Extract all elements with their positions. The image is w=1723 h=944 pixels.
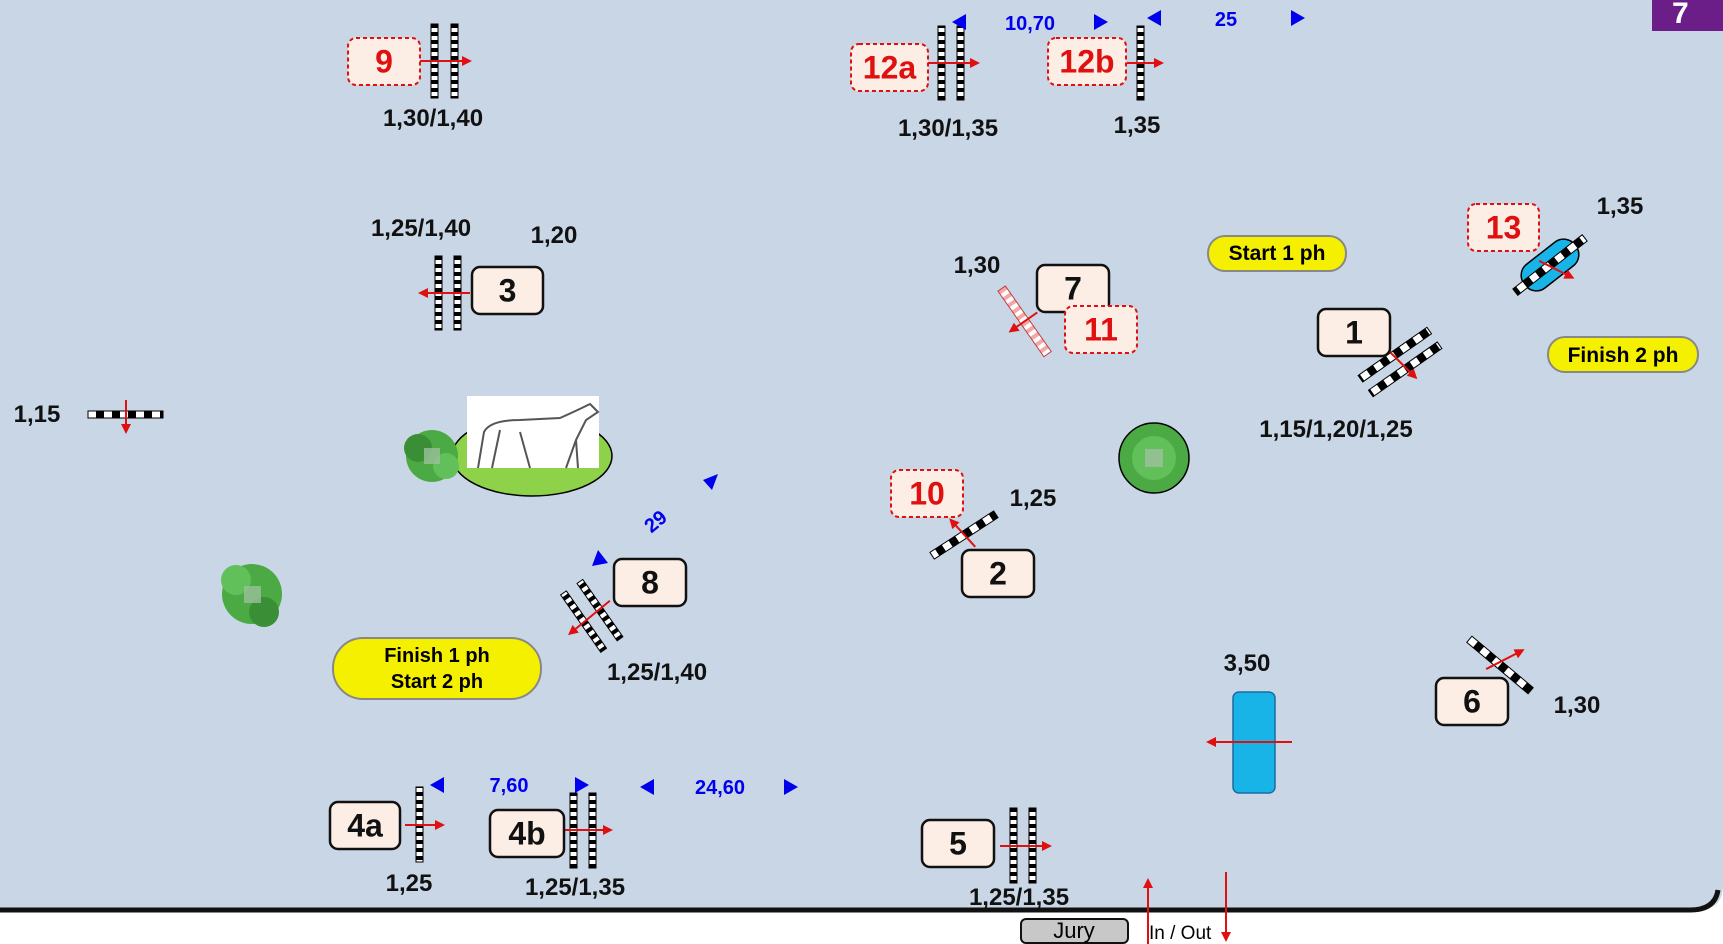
fence-13-water-pole (1512, 234, 1588, 296)
height-left: 1,15 (14, 401, 61, 428)
height-12a: 1,30/1,35 (898, 115, 998, 142)
fence-4b-poles (560, 792, 613, 869)
fence-number-13: 13 (1467, 203, 1540, 252)
height-3b: 1,20 (531, 222, 578, 249)
fence-8-poles (559, 578, 624, 653)
distance-arrows (430, 10, 1305, 795)
corner-logo: 7 (1652, 0, 1723, 31)
height-6: 1,30 (1554, 692, 1601, 719)
horse-statue-icon (467, 396, 600, 469)
distance-25: 25 (1215, 9, 1237, 31)
arena-floor (0, 0, 1723, 910)
phase-start-1: Start 1 ph (1207, 235, 1347, 272)
in-out-label: In / Out (1149, 923, 1212, 944)
phase-start-2-label: Start 2 ph (391, 671, 483, 693)
fence-number-label: 10 (909, 476, 945, 512)
height-3a: 1,25/1,40 (371, 215, 471, 242)
height-water: 3,50 (1224, 650, 1271, 677)
fence-7-11-pole (997, 285, 1052, 358)
height-5: 1,25/1,35 (969, 884, 1069, 911)
fence-number-label: 4a (347, 808, 383, 844)
tree-icon (404, 430, 459, 482)
fence-3-poles (418, 255, 470, 331)
fence-number-10: 10 (890, 469, 964, 518)
fence-number-12a: 12a (850, 43, 929, 92)
fence-number-4b: 4b (488, 808, 566, 859)
water-jump (1206, 691, 1292, 794)
fence-number-11: 11 (1064, 305, 1138, 354)
fence-12b-pole (1127, 25, 1164, 101)
fence-number-7: 7 (1035, 263, 1111, 314)
phase-finish-2: Finish 2 ph (1547, 336, 1699, 373)
fence-left-pole (87, 400, 164, 434)
height-4a: 1,25 (386, 870, 433, 897)
fence-number-label: 11 (1084, 312, 1118, 348)
in-out-arrows (1143, 872, 1231, 944)
fence-number-5: 5 (920, 818, 996, 869)
distance-12: 10,70 (1005, 13, 1055, 35)
fence-number-label: 12a (863, 50, 917, 86)
fence-1-poles (1357, 326, 1443, 398)
fence-5-poles (1000, 807, 1052, 884)
height-12b: 1,35 (1114, 112, 1161, 139)
fence-number-label: 13 (1486, 210, 1522, 246)
distance-4: 7,60 (490, 775, 529, 797)
fence-number-4a: 4a (328, 800, 402, 851)
fence-number-label: 4b (508, 816, 545, 852)
fence-number-6: 6 (1434, 676, 1510, 727)
fence-number-12b: 12b (1047, 37, 1127, 86)
tree-icon (1118, 422, 1190, 494)
fence-6-pole (1466, 635, 1534, 695)
distance-4-5: 24,60 (695, 777, 745, 799)
fence-number-label: 5 (949, 826, 967, 862)
fence-number-3: 3 (470, 265, 545, 316)
fence-number-label: 3 (499, 273, 517, 309)
phase-start-1-label: Start 1 ph (1229, 242, 1326, 265)
height-7: 1,30 (954, 252, 1001, 279)
fence-4a-pole (405, 786, 445, 863)
height-10: 1,25 (1010, 485, 1057, 512)
tree-icon (221, 564, 282, 627)
height-9: 1,30/1,40 (383, 105, 483, 132)
fence-number-9: 9 (347, 37, 421, 86)
fence-number-label: 7 (1064, 271, 1082, 307)
arena-border (0, 889, 1721, 913)
phase-finish-1-label: Finish 1 ph (384, 645, 490, 667)
height-1: 1,15/1,20/1,25 (1259, 416, 1412, 443)
phase-finish-2-label: Finish 2 ph (1568, 344, 1679, 367)
jury-label: Jury (1053, 918, 1095, 943)
fence-number-8: 8 (612, 557, 688, 608)
jury-box: Jury (1020, 918, 1129, 944)
fence-number-label: 8 (641, 565, 659, 601)
fence-number-1: 1 (1316, 307, 1392, 358)
fence-number-label: 9 (375, 44, 393, 80)
fence-9-poles (420, 23, 472, 99)
height-13: 1,35 (1597, 193, 1644, 220)
fence-number-label: 12b (1059, 44, 1114, 80)
fence-number-label: 6 (1463, 684, 1481, 720)
fence-number-label: 2 (989, 556, 1007, 592)
phase-finish-1-start-2: Finish 1 ph Start 2 ph (332, 637, 542, 700)
fence-number-2: 2 (960, 548, 1036, 599)
height-8: 1,25/1,40 (607, 659, 707, 686)
height-4b: 1,25/1,35 (525, 874, 625, 901)
fence-number-label: 1 (1345, 315, 1363, 351)
fence-2-10-pole (929, 510, 999, 560)
